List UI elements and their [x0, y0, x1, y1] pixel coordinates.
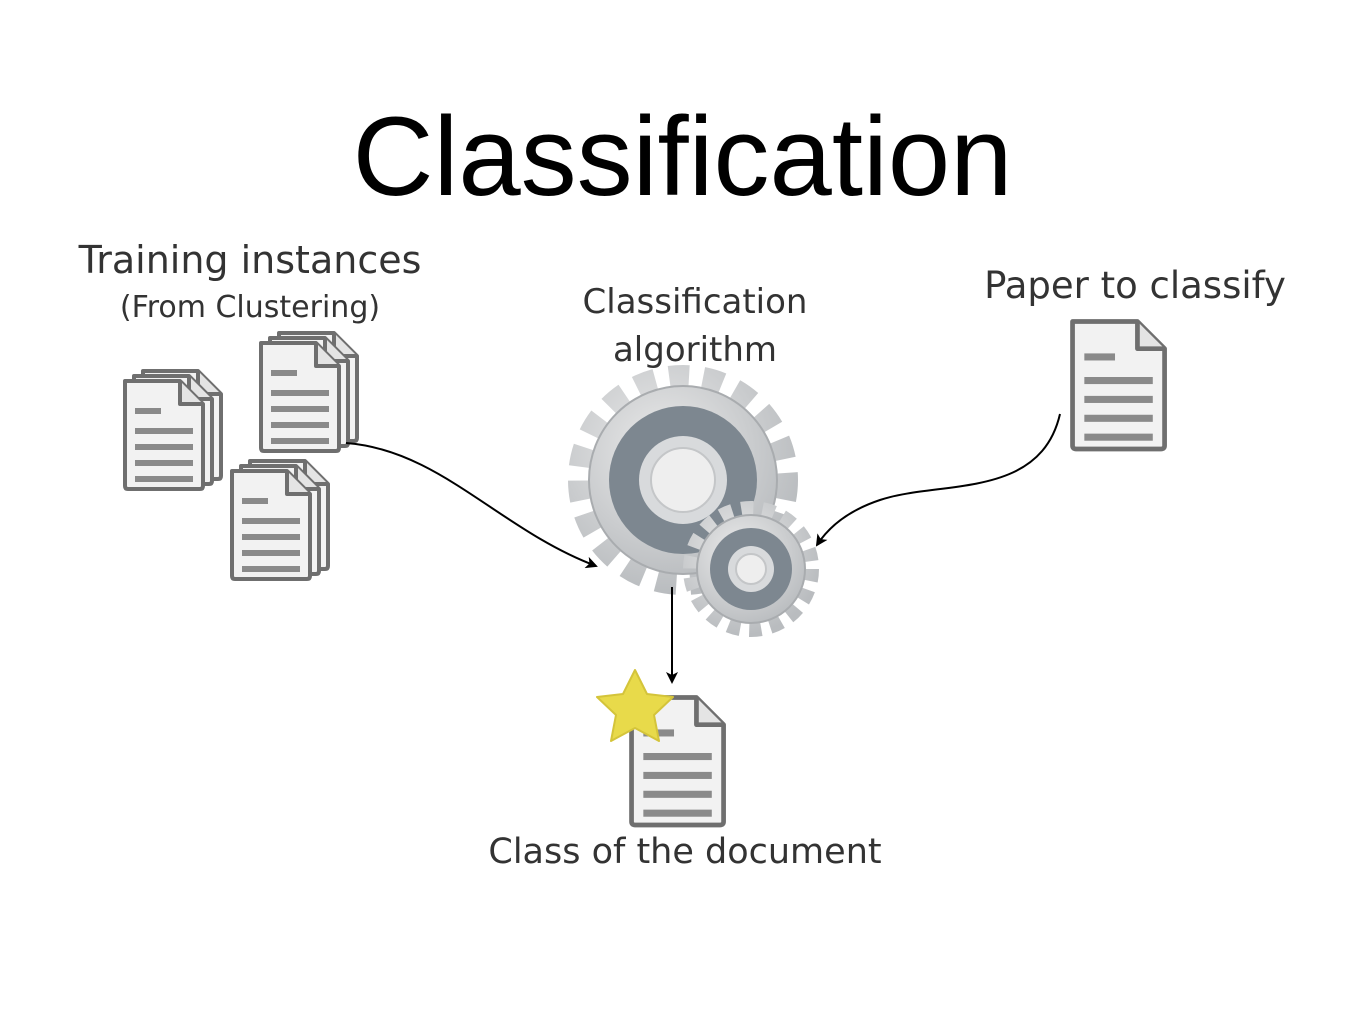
- slide-title: Classification: [352, 94, 1013, 219]
- training-stack-left: [125, 371, 221, 489]
- algorithm-label-line-2: algorithm: [612, 330, 778, 370]
- small-gear-icon: [683, 501, 819, 637]
- document-icon: [261, 333, 357, 451]
- algorithm-label-line-1: Classification: [582, 282, 808, 322]
- paper-to-classify-document: [1073, 322, 1165, 449]
- document-icon: [232, 461, 328, 579]
- training-instances-label: Training instances: [78, 238, 422, 282]
- training-stack-bottom: [232, 461, 328, 579]
- training-to-algorithm-arrow: [345, 442, 598, 569]
- training-source-label: (From Clustering): [119, 290, 381, 325]
- paper-to-classify-label: Paper to classify: [984, 264, 1286, 307]
- training-stack-top: [261, 333, 357, 451]
- paper-to-algorithm-arrow: [815, 413, 1061, 547]
- document-icon: [1073, 322, 1165, 449]
- star-icon: [596, 669, 674, 742]
- class-of-document-label: Class of the document: [488, 832, 882, 872]
- classification-algorithm-label: Classification algorithm: [520, 278, 870, 374]
- document-icon: [125, 371, 221, 489]
